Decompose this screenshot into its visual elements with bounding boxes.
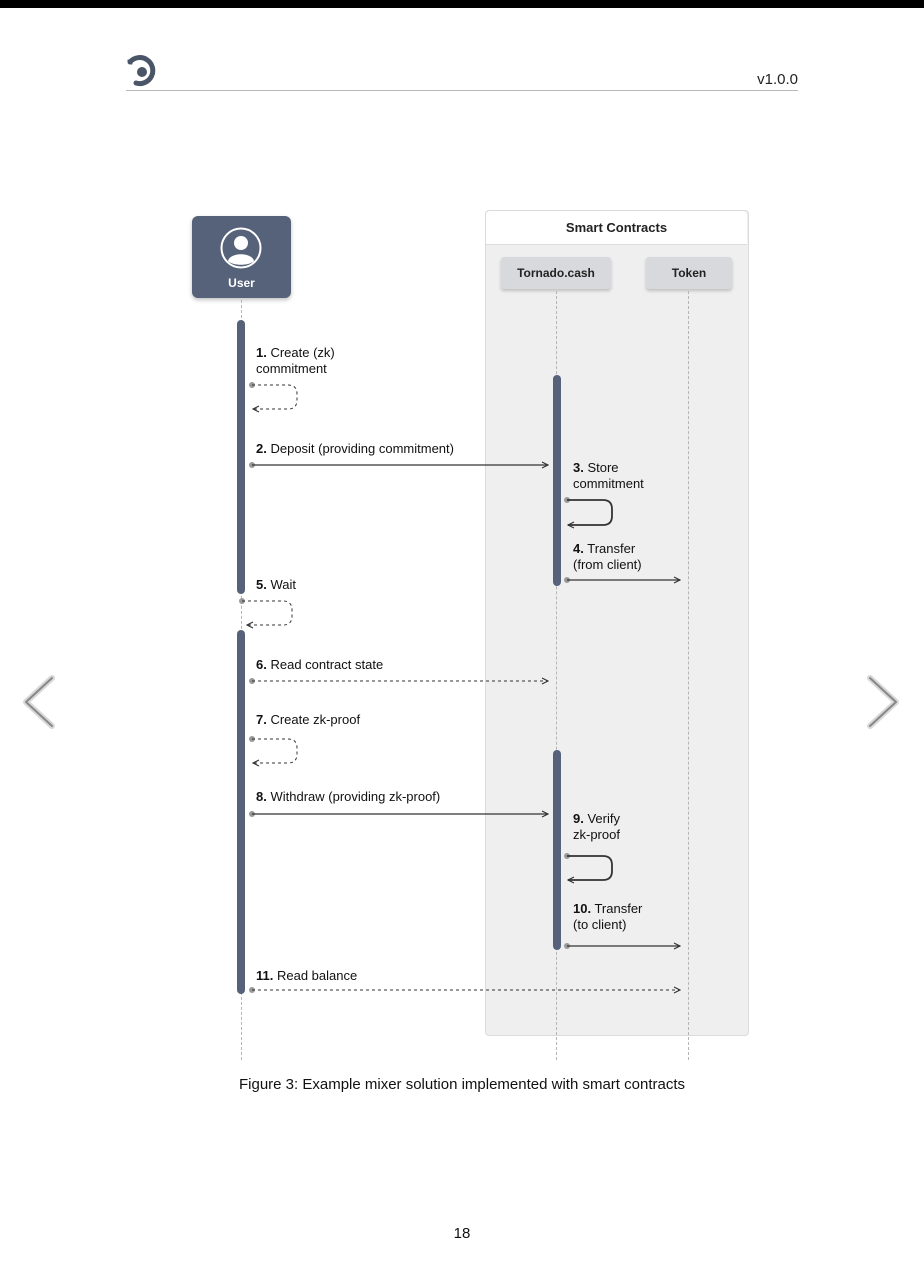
- chevron-left-icon[interactable]: [18, 672, 58, 732]
- tornado-logo-icon: [127, 55, 156, 87]
- arrow-10-transfer: [564, 943, 680, 949]
- message-6: 6. Read contract state: [256, 657, 384, 672]
- actor-token: Token: [646, 257, 732, 289]
- user-activation-1: [237, 320, 245, 594]
- arrow-2-deposit: [249, 462, 548, 468]
- smart-contracts-title: Smart Contracts: [486, 211, 747, 245]
- message-11: 11. Read balance: [256, 968, 358, 983]
- header-divider: [126, 90, 798, 91]
- arrow-4-transfer: [564, 577, 680, 583]
- token-lifeline: [688, 291, 689, 1060]
- figure-caption: Figure 3: Example mixer solution impleme…: [238, 1076, 685, 1093]
- actor-tornado-cash: Tornado.cash: [501, 257, 611, 289]
- arrow-7-self: [249, 736, 298, 763]
- message-4: 4. Transfer (from client): [573, 541, 642, 572]
- message-3: 3. Store commitment: [573, 460, 644, 491]
- chevron-right-icon[interactable]: [864, 672, 904, 732]
- page-number: 18: [453, 1225, 471, 1242]
- actor-user: User: [192, 216, 291, 298]
- user-avatar-icon: [220, 227, 262, 269]
- tornado-activation-1: [553, 375, 561, 586]
- arrow-1-self: [249, 382, 298, 409]
- arrow-11-read-balance: [249, 987, 680, 993]
- smart-contracts-panel: [485, 210, 749, 1036]
- tornado-lifeline: [556, 291, 557, 1060]
- message-7: 7. Create zk-proof: [256, 712, 361, 727]
- message-2: 2. Deposit (providing commitment): [256, 441, 454, 456]
- message-8: 8. Withdraw (providing zk-proof): [256, 789, 441, 804]
- message-9: 9. Verify zk-proof: [573, 811, 620, 842]
- arrow-5-wait: [239, 598, 293, 625]
- top-bar: [0, 0, 924, 8]
- tornado-activation-2: [553, 750, 561, 950]
- message-5: 5. Wait: [256, 577, 296, 592]
- arrow-3-self: [564, 497, 613, 525]
- user-activation-2: [237, 630, 245, 994]
- arrow-9-self: [564, 853, 613, 880]
- message-10: 10. Transfer (to client): [573, 901, 643, 932]
- message-1: 1. Create (zk) commitment: [256, 345, 335, 376]
- arrow-8-withdraw: [249, 811, 548, 817]
- arrow-6-read-state: [249, 678, 548, 684]
- version-label: v1.0.0: [757, 71, 798, 88]
- actor-user-label: User: [228, 276, 255, 290]
